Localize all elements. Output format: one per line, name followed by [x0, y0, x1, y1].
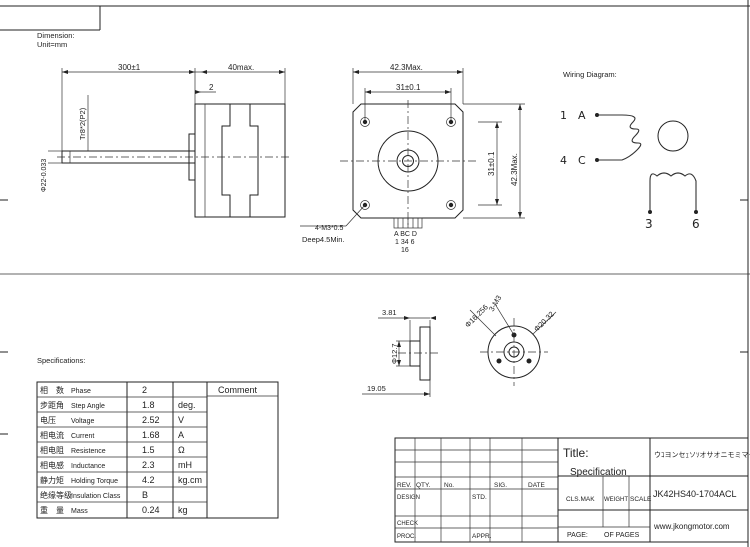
wiring-label-a: A: [578, 109, 586, 122]
nut-side-view: 3.81 Φ12.7 19.05: [362, 308, 440, 397]
spec-value: 2.3: [142, 460, 155, 470]
nut-dim-127: Φ12.7: [390, 343, 399, 364]
spec-en: Step Angle: [71, 403, 105, 410]
motor-front-view: 42.3Max. 31±0.1 31±0.1 42.3Max: [300, 63, 525, 254]
connector-pins: 1 34 6: [395, 239, 415, 246]
spec-value: 1.5: [142, 445, 155, 455]
website: www.jkongmotor.com: [653, 522, 730, 531]
hole-spacing-v-dim: 31±0.1: [487, 151, 496, 176]
check-label: CHECK: [397, 521, 418, 527]
spec-value: 1.8: [142, 400, 155, 410]
appr-label: APPR.: [472, 533, 492, 540]
spec-unit: V: [178, 415, 184, 425]
spec-unit: deg.: [178, 400, 196, 410]
spec-en: Current: [71, 433, 94, 440]
spec-en: Voltage: [71, 418, 94, 425]
front-width-dim: 42.3Max.: [390, 63, 423, 72]
connector-count: 16: [401, 247, 409, 254]
spec-cn: 步距角: [40, 400, 64, 410]
std-label: STD.: [472, 494, 487, 501]
wiring-diagram: Wiring Diagram: 1 A 4 C 3 6: [560, 70, 700, 231]
weight-label: WEIGHT: [604, 497, 628, 503]
comment-header: Comment: [218, 385, 258, 395]
spec-unit: A: [178, 430, 184, 440]
spec-unit: kg: [178, 505, 188, 515]
spec-unit: Ω: [178, 445, 185, 455]
model-number: JK42HS40-1704ACL: [653, 489, 737, 499]
connector-letters: A BC D: [394, 231, 417, 238]
cls-mak-label: CLS.MAK: [566, 496, 595, 503]
spec-unit: mH: [178, 460, 192, 470]
nut-dim-1905: 19.05: [367, 384, 386, 393]
spec-en: Phase: [71, 388, 91, 395]
unit-label: Unit=mm: [37, 40, 67, 49]
company-name: ウｺヨンセｪソｿオサオニモミマクェヒセ: [654, 451, 750, 459]
thread-dim: Tr8*2(P2): [78, 107, 87, 140]
lead-length-dim: 300±1: [118, 63, 141, 72]
specification-label: Specification: [570, 467, 627, 478]
spec-cn: 相电流: [40, 430, 64, 440]
wiring-label-c: C: [578, 154, 586, 167]
spec-value: B: [142, 490, 148, 500]
date-label: DATE: [528, 482, 546, 489]
hole-depth-dim: Deep4.5Min.: [302, 235, 345, 244]
spec-value: 0.24: [142, 505, 160, 515]
wiring-pin1: 1: [560, 109, 567, 122]
page-label: PAGE:: [567, 532, 588, 539]
spec-cn: 相 数: [40, 385, 64, 395]
spec-en: Insulation Class: [71, 493, 121, 500]
hole-spacing-h-dim: 31±0.1: [396, 83, 421, 92]
dimension-label: Dimension:: [37, 31, 75, 40]
no-label: No.: [444, 482, 454, 489]
spec-en: Inductance: [71, 463, 105, 470]
design-label: DESIGN: [397, 495, 420, 501]
spec-unit: kg.cm: [178, 475, 202, 485]
wiring-pin4: 4: [560, 154, 567, 167]
wiring-title: Wiring Diagram:: [563, 70, 617, 79]
spec-en: Mass: [71, 508, 88, 515]
rev-label: REV.: [397, 482, 412, 489]
spec-cn: 静力矩: [40, 475, 64, 485]
shaft-diameter-dim: Φ22-0.033: [41, 159, 48, 192]
qty-label: QTY.: [416, 482, 431, 489]
spec-cn: 绝缘等级: [40, 490, 72, 500]
spec-value: 1.68: [142, 430, 160, 440]
proc-label: PROC.: [397, 534, 416, 540]
flange-thickness-dim: 2: [209, 83, 214, 92]
scale-label: SCALE: [630, 496, 652, 503]
front-height-dim: 42.3Max.: [510, 153, 519, 186]
spec-cn: 重 量: [40, 505, 64, 515]
wiring-pin3: 3: [645, 217, 653, 231]
spec-cn: 电压: [40, 415, 56, 425]
nut-dim-381: 3.81: [382, 308, 397, 317]
spec-table: Comment: [36, 381, 279, 519]
mount-hole-dim: 4-M3*0.5: [315, 225, 344, 232]
spec-cn: 相电阻: [40, 445, 64, 455]
spec-en: Resistence: [71, 448, 106, 455]
sig-label: SIG.: [494, 482, 507, 489]
spec-value: 2.52: [142, 415, 160, 425]
spec-value: 2: [142, 385, 147, 395]
title-block: Title: Specification ウｺヨンセｪソｿオサオニモミマクェヒセ…: [394, 437, 750, 543]
of-pages-label: OF PAGES: [604, 532, 640, 539]
spec-en: Holding Torque: [71, 478, 118, 485]
wiring-pin6: 6: [692, 217, 700, 231]
title-label: Title:: [563, 446, 589, 460]
motor-side-view: 300±1 40max. 2 Tr8*2(P2) Φ22-0.033: [41, 63, 292, 218]
spec-rows: 相 数 Phase 2 步距角 Step Angle 1.8 deg. 电压 Voltage 2.…: [40, 385, 202, 515]
body-length-dim: 40max.: [228, 63, 254, 72]
spec-value: 4.2: [142, 475, 155, 485]
spec-cn: 相电感: [40, 460, 64, 470]
specifications-title: Specifications:: [37, 356, 85, 365]
